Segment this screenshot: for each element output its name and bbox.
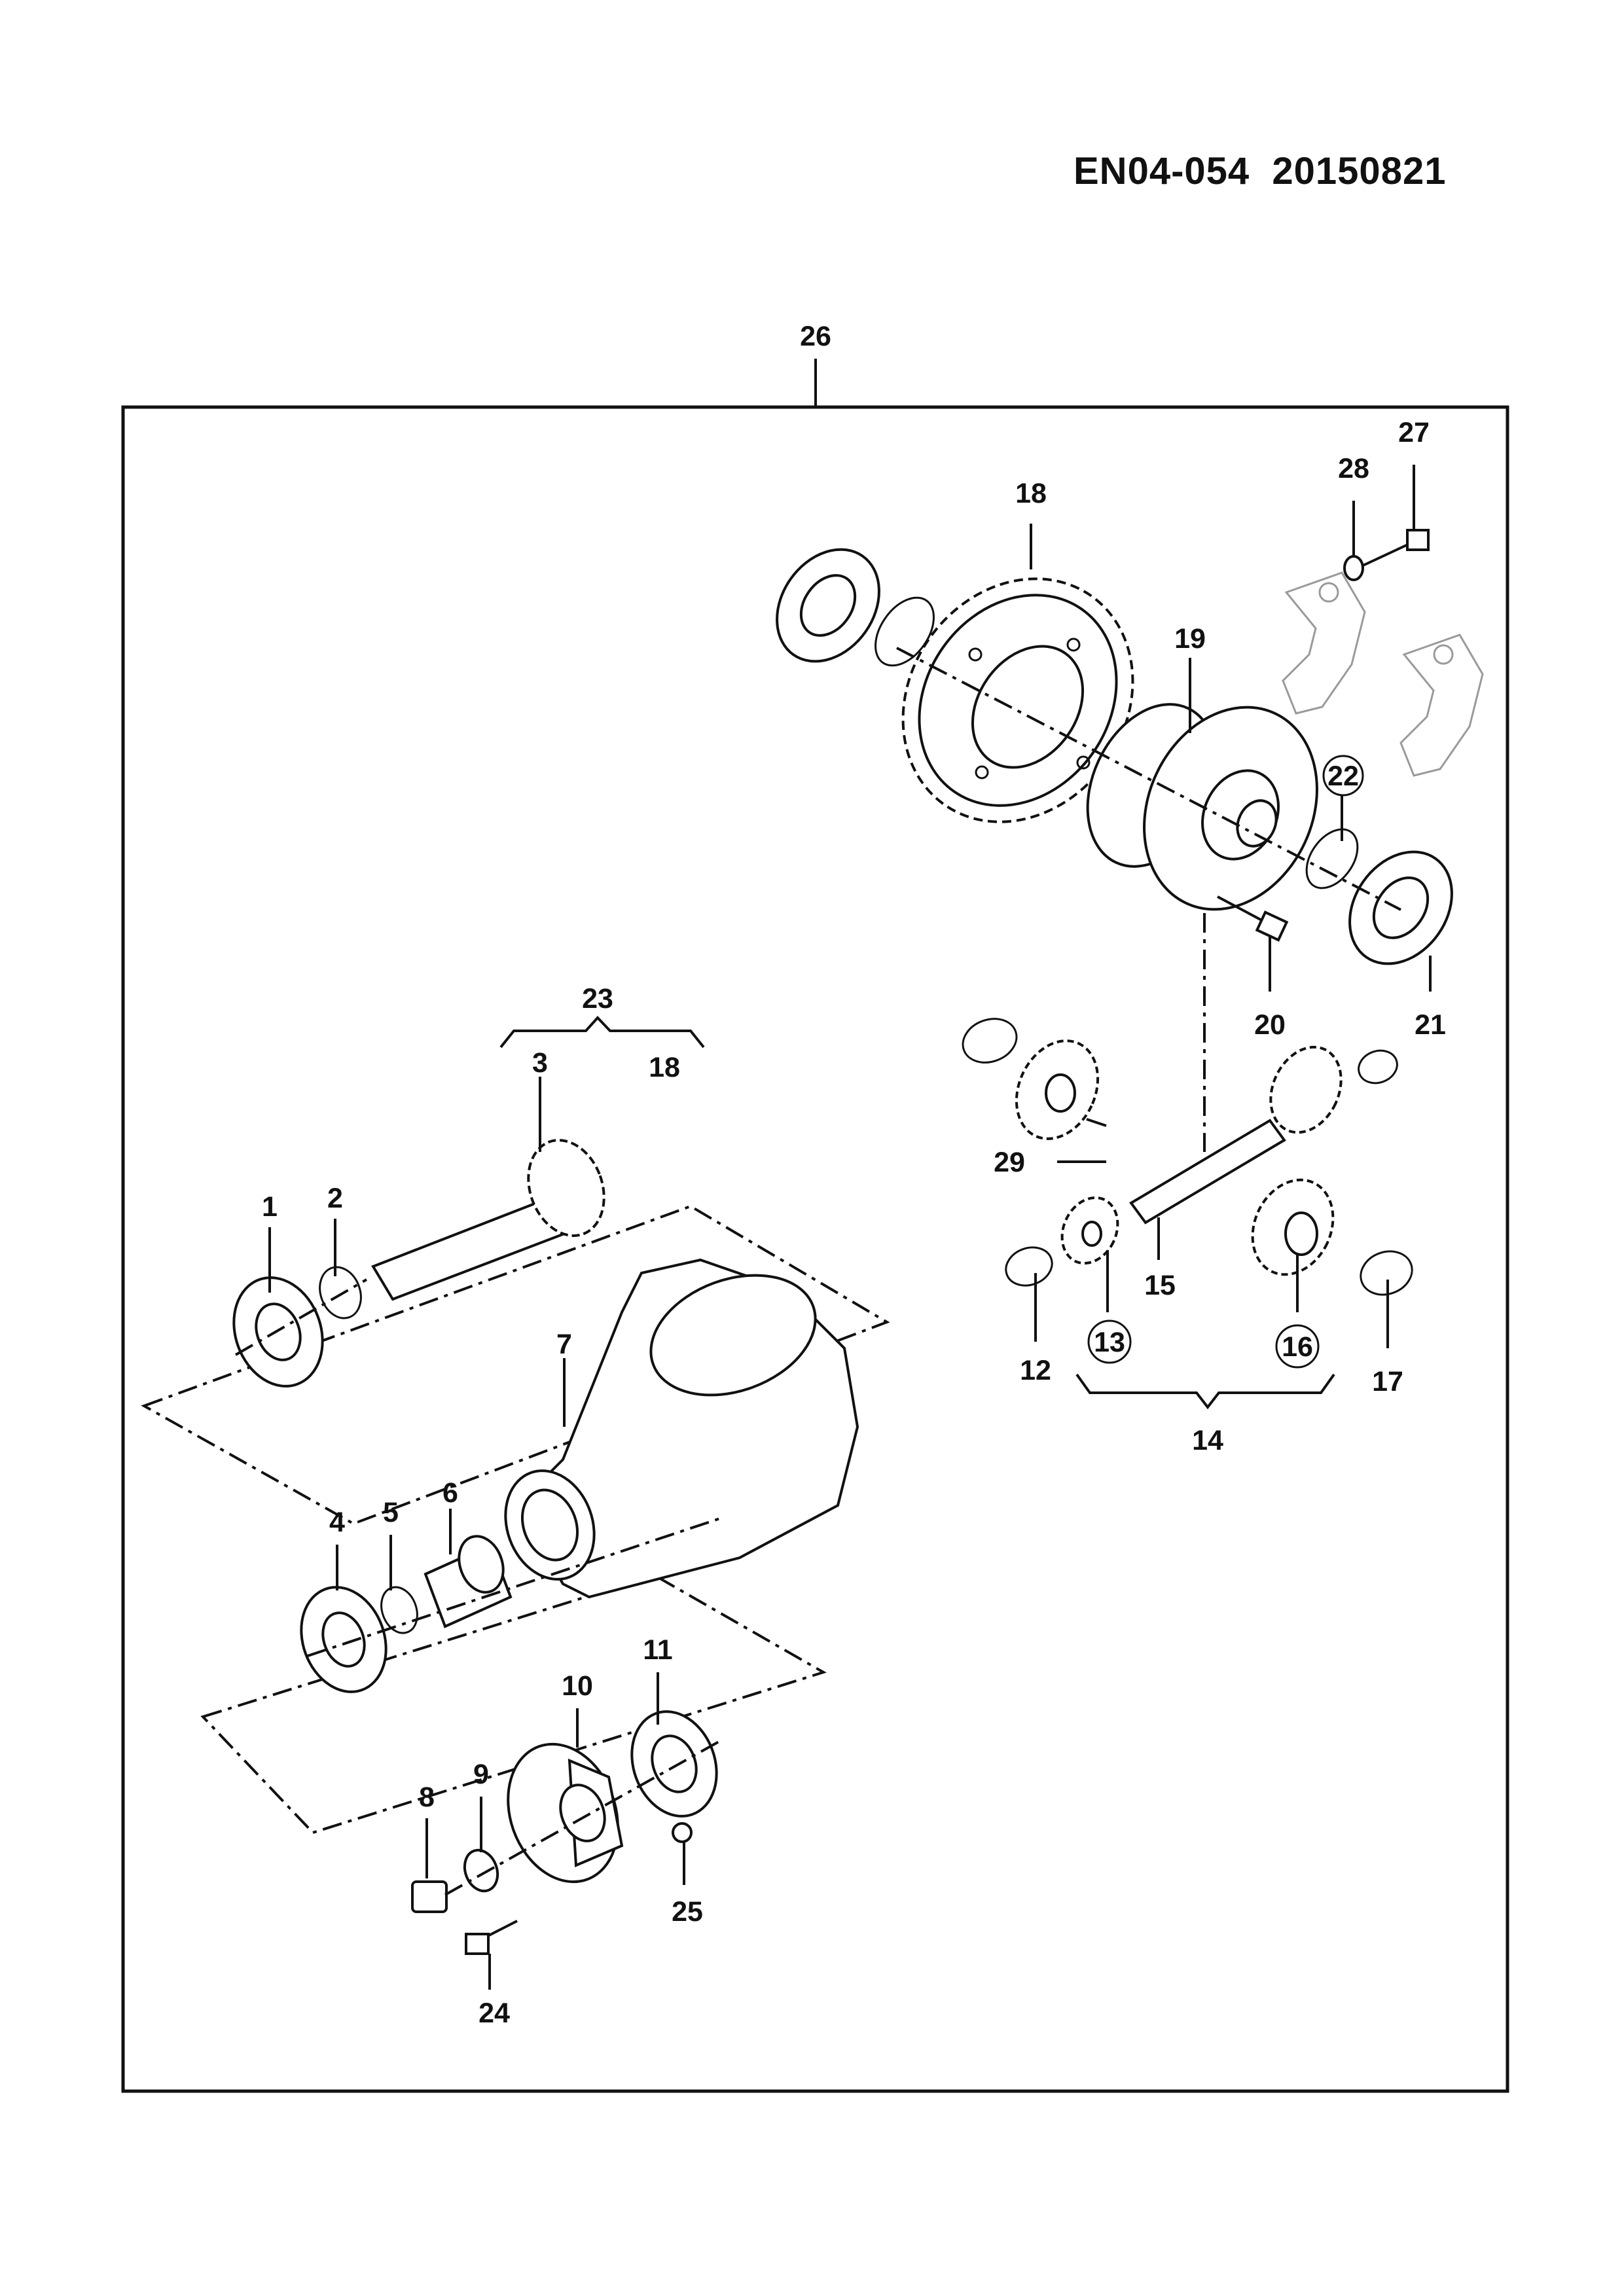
side-gear-right (1269, 1045, 1343, 1134)
label-23: 23 (582, 983, 613, 1014)
spacer-6 (424, 1535, 513, 1628)
label-13-circle (1087, 1319, 1132, 1364)
pin-29 (1086, 1118, 1107, 1127)
label-9: 9 (473, 1759, 489, 1790)
axis-flange (444, 1740, 721, 1896)
label-22-circle (1322, 755, 1364, 797)
side-gear-16 (1251, 1178, 1335, 1276)
label-27: 27 (1398, 417, 1430, 448)
label-3: 3 (532, 1047, 548, 1079)
oil-seal-11 (630, 1710, 718, 1818)
label-28: 28 (1338, 453, 1369, 484)
group-outline-pinion (141, 1204, 890, 1526)
label-18-ring-gear: 18 (1015, 478, 1047, 509)
label-6: 6 (442, 1477, 458, 1509)
document-code: EN04-054 (1074, 150, 1250, 192)
label-16: 16 (1282, 1331, 1313, 1363)
label-29: 29 (994, 1147, 1025, 1178)
label-8: 8 (419, 1782, 435, 1813)
cross-shaft-15 (1129, 1119, 1286, 1225)
label-4: 4 (329, 1507, 345, 1538)
ring-gear (901, 577, 1134, 823)
label-26: 26 (800, 321, 831, 352)
label-25: 25 (672, 1896, 703, 1928)
axis-pinion (235, 1278, 367, 1356)
label-20: 20 (1254, 1009, 1286, 1041)
washer-9 (463, 1848, 499, 1893)
label-16-circle (1275, 1324, 1320, 1369)
bolt-20 (1217, 895, 1289, 942)
label-12: 12 (1020, 1355, 1051, 1386)
label-14: 14 (1192, 1425, 1223, 1456)
label-11: 11 (643, 1634, 672, 1666)
document-code-header: EN04-054 20150821 (1074, 149, 1446, 193)
label-7: 7 (556, 1329, 572, 1360)
bearing-18-left (776, 548, 880, 663)
nut-8 (411, 1880, 448, 1913)
bolt-24 (465, 1920, 518, 1955)
bearing-cap-ghost-1 (1282, 571, 1366, 715)
label-21: 21 (1415, 1009, 1446, 1041)
drive-pinion-3 (371, 1139, 605, 1301)
label-22: 22 (1327, 761, 1359, 792)
leader-lines (268, 465, 1432, 1990)
label-18-set: 18 (649, 1052, 680, 1083)
carrier-housing-7 (504, 1258, 859, 1599)
group-outline-flange (200, 1573, 827, 1835)
label-17: 17 (1372, 1366, 1403, 1397)
label-10: 10 (562, 1670, 593, 1702)
companion-flange-10 (507, 1742, 624, 1884)
bearing-21 (1348, 850, 1453, 965)
label-2: 2 (327, 1183, 343, 1214)
label-15: 15 (1144, 1270, 1176, 1301)
label-19: 19 (1174, 623, 1206, 655)
thrust-washer-right (1358, 1049, 1398, 1085)
nut-25 (672, 1822, 693, 1843)
shim-ring-right (1305, 828, 1359, 889)
bearing-cap-ghost-2 (1399, 634, 1484, 777)
label-24: 24 (478, 1998, 510, 2029)
shim-2 (319, 1266, 362, 1319)
side-gear-left (1015, 1039, 1100, 1140)
bolt-27 (1361, 529, 1430, 567)
document-date: 20150821 (1272, 150, 1447, 192)
label-5: 5 (383, 1497, 399, 1528)
label-13: 13 (1094, 1327, 1125, 1358)
thrust-washer-left (962, 1018, 1018, 1064)
bearing-1 (232, 1276, 324, 1388)
axis-ring-gear (896, 647, 1401, 911)
bearing-4 (300, 1586, 388, 1693)
pinion-gear-13 (1060, 1196, 1119, 1265)
washer-28 (1343, 555, 1364, 581)
thrust-washer-17 (1360, 1250, 1413, 1296)
label-1: 1 (262, 1191, 278, 1223)
thrust-washer-12 (1005, 1246, 1053, 1287)
